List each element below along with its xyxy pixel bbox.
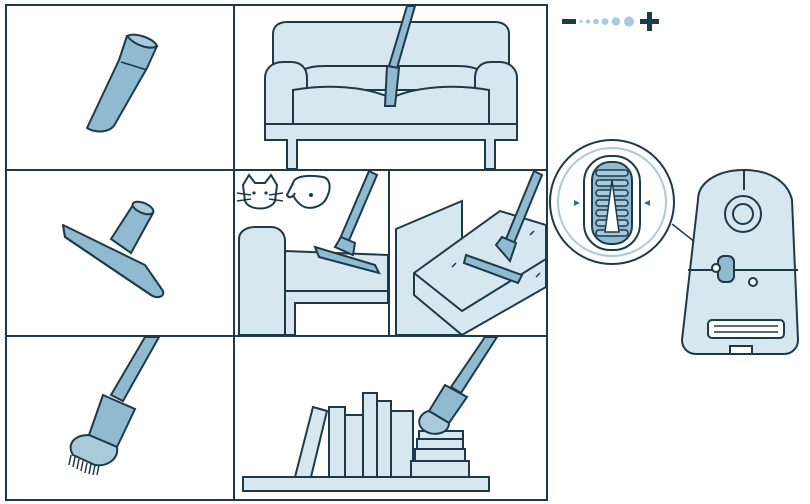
level-dot — [586, 19, 590, 23]
panel-mattress — [390, 171, 546, 335]
pet-sofa-illustration — [235, 171, 388, 335]
panel-sofa-crevice — [235, 6, 546, 169]
level-dot — [579, 20, 582, 23]
suction-scale — [560, 10, 680, 34]
frame-bottom — [5, 499, 548, 501]
crevice-tool-icon — [7, 6, 233, 169]
level-dot — [602, 18, 609, 25]
vacuum-cleaner-icon — [682, 170, 798, 354]
sofa-illustration — [235, 6, 546, 169]
panel-bookshelf — [235, 337, 546, 499]
level-dot — [624, 17, 634, 27]
panel-pet-sofa — [235, 171, 388, 335]
suction-dial-icon — [550, 140, 674, 264]
minus-symbol — [562, 19, 576, 24]
dusting-brush-icon — [7, 337, 233, 499]
panel-upholstery-nozzle — [7, 171, 233, 335]
mattress-illustration — [390, 171, 546, 335]
level-dot — [612, 17, 620, 25]
vacuum-dial-callout — [548, 130, 810, 370]
level-dot — [593, 19, 599, 25]
upholstery-nozzle-icon — [7, 171, 233, 335]
cat-icon — [237, 175, 283, 209]
panel-dusting-brush — [7, 337, 233, 499]
dog-icon — [287, 176, 330, 208]
bookshelf-illustration — [235, 337, 546, 499]
panel-crevice-tool — [7, 6, 233, 169]
plus-symbol — [640, 12, 659, 31]
